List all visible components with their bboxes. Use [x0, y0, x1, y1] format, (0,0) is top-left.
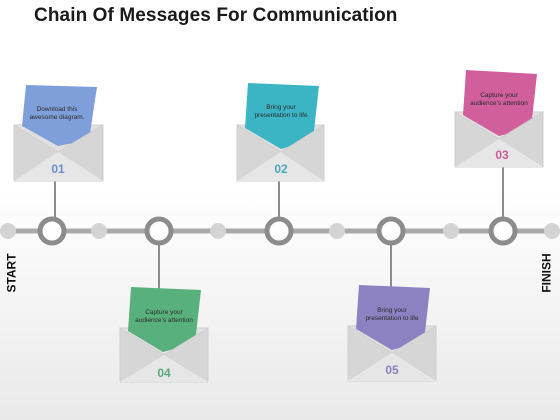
- message-number-01: 01: [51, 162, 65, 176]
- message-text-02: Bring your presentation to life: [254, 104, 308, 119]
- milestone-ring-03: [488, 216, 518, 246]
- message-text-05: Bring your presentation to life: [365, 307, 419, 322]
- envelope-bottom-flap: [237, 152, 324, 181]
- timeline-dot: [210, 223, 226, 239]
- timeline-start-dot: [0, 223, 16, 239]
- timeline-dot: [443, 223, 459, 239]
- message-card-02: [245, 83, 319, 149]
- message-number-04: 04: [157, 366, 171, 380]
- envelope-bottom-flap: [455, 139, 543, 167]
- milestone-ring-05: [376, 216, 406, 246]
- envelope-bottom-flap: [348, 353, 436, 381]
- envelope-05: [347, 285, 437, 382]
- envelope-03: [454, 70, 544, 168]
- milestone-ring-04: [144, 216, 174, 246]
- message-text-03: Capture your audience’s attention: [470, 92, 528, 107]
- envelope-bottom-flap: [120, 355, 208, 382]
- milestone-ring-02: [264, 216, 294, 246]
- message-text-01: Download this awesome diagram.: [29, 106, 85, 121]
- message-text-04: Capture your audience’s attention: [135, 309, 193, 324]
- message-card-01: [22, 85, 97, 146]
- timeline-dot: [329, 223, 345, 239]
- message-number-05: 05: [385, 363, 399, 377]
- envelope-04: [119, 287, 209, 383]
- envelope-01: [13, 85, 104, 182]
- page-title: Chain Of Messages For Communication: [34, 5, 398, 26]
- timeline-dot: [91, 223, 107, 239]
- message-card-04: [128, 287, 201, 352]
- milestone-ring-01: [37, 216, 67, 246]
- timeline-end-dot: [544, 223, 560, 239]
- message-card-03: [463, 70, 537, 136]
- envelope-02: [236, 83, 325, 182]
- message-number-03: 03: [495, 148, 509, 162]
- envelope-bottom-flap: [14, 152, 103, 181]
- message-card-05: [356, 285, 430, 350]
- message-number-02: 02: [274, 162, 288, 176]
